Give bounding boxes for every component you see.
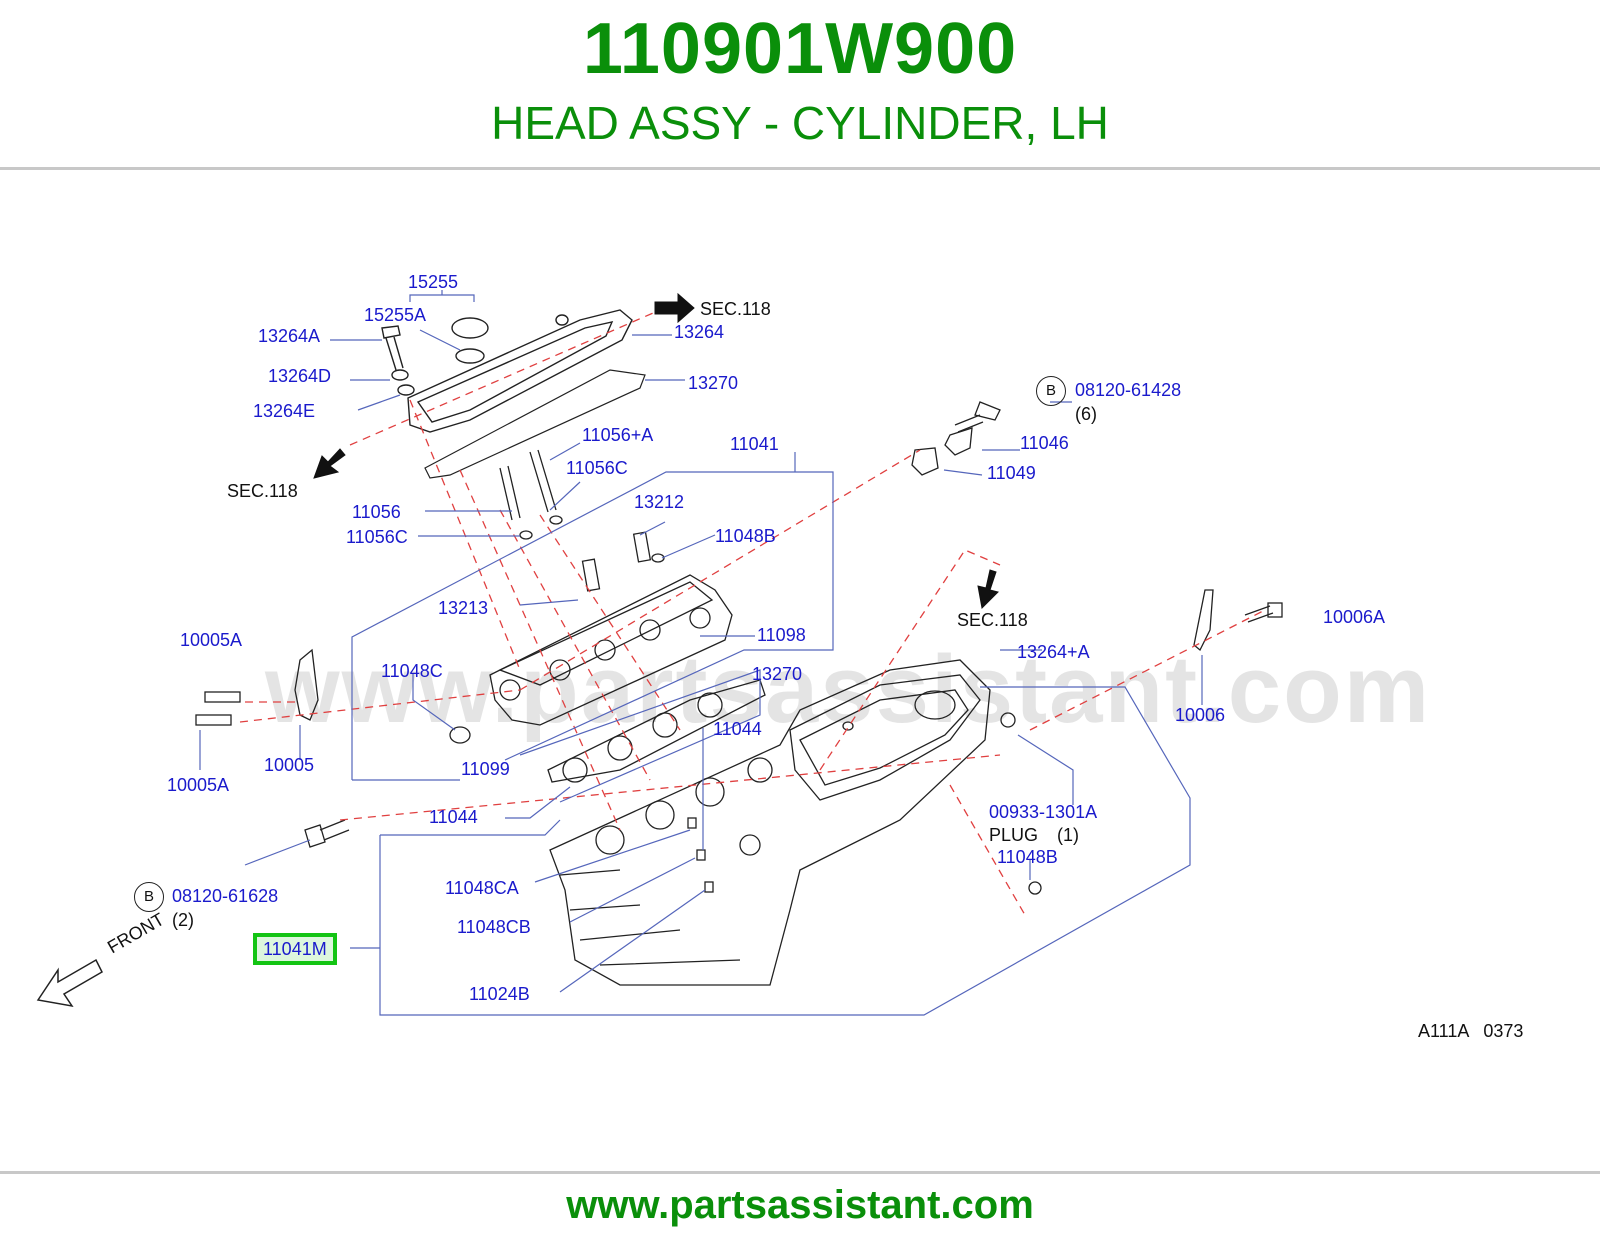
- label-08120-61428[interactable]: 08120-61428: [1075, 380, 1182, 400]
- label-11048c[interactable]: 11048C: [381, 661, 443, 681]
- label-10006[interactable]: 10006: [1175, 705, 1226, 725]
- label-sec-118-a[interactable]: SEC.118: [700, 299, 771, 319]
- label-13264-plus-a[interactable]: 13264+A: [1017, 642, 1090, 662]
- label-00933-1301a[interactable]: 00933-1301A: [989, 802, 1098, 822]
- cylinder-block-lower: [549, 659, 1042, 986]
- label-13270-top[interactable]: 13270: [688, 373, 739, 393]
- label-11041m-highlighted[interactable]: 11041M: [253, 933, 337, 965]
- leader-lines: [199, 290, 1203, 1016]
- label-13264a[interactable]: 13264A: [258, 326, 321, 346]
- label-13270-mid[interactable]: 13270: [752, 664, 803, 684]
- label-11048b-1[interactable]: 11048B: [715, 526, 776, 546]
- bolt-mark-b-1: B: [1036, 376, 1066, 406]
- label-13264d[interactable]: 13264D: [268, 366, 332, 386]
- label-11099[interactable]: 11099: [461, 759, 510, 779]
- bolt-mark-b-2: B: [134, 882, 164, 912]
- label-11056a[interactable]: 11056+A: [582, 425, 654, 445]
- label-qty-2: (2): [172, 910, 194, 930]
- footer-site-url[interactable]: www.partsassistant.com: [566, 1183, 1034, 1227]
- diagram-code: A111A 0373: [1418, 1021, 1524, 1041]
- label-11049[interactable]: 11049: [987, 463, 1036, 483]
- label-13212[interactable]: 13212: [634, 492, 685, 512]
- label-11044-1[interactable]: 11044: [713, 719, 762, 739]
- footer-divider: [0, 1171, 1600, 1174]
- label-10005a-1[interactable]: 10005A: [180, 630, 243, 650]
- label-qty-1: (1): [1057, 825, 1079, 845]
- label-08120-61628[interactable]: 08120-61628: [172, 886, 279, 906]
- part-name-subtitle: HEAD ASSY - CYLINDER, LH: [491, 97, 1109, 149]
- label-13213[interactable]: 13213: [438, 598, 489, 618]
- alignment-dashes: [239, 309, 1266, 916]
- label-11048b-2[interactable]: 11048B: [997, 847, 1058, 867]
- part-number-title: 110901W900: [582, 9, 1018, 89]
- label-qty-6: (6): [1075, 404, 1097, 424]
- diagram-drawing: [36, 290, 1283, 1016]
- label-sec-118-b[interactable]: SEC.118: [227, 481, 298, 501]
- label-10005a-2[interactable]: 10005A: [167, 775, 230, 795]
- label-13264e[interactable]: 13264E: [253, 401, 316, 421]
- label-sec-118-c[interactable]: SEC.118: [957, 610, 1028, 630]
- label-11098[interactable]: 11098: [757, 625, 806, 645]
- label-11056[interactable]: 11056: [352, 502, 401, 522]
- label-11048ca[interactable]: 11048CA: [445, 878, 519, 898]
- cylinder-head-mid: [449, 449, 766, 783]
- label-11048cb[interactable]: 11048CB: [457, 917, 531, 937]
- label-10006a[interactable]: 10006A: [1323, 607, 1386, 627]
- front-arrow: [36, 958, 103, 1008]
- label-15255a[interactable]: 15255A: [364, 305, 427, 325]
- label-11056c-2[interactable]: 11056C: [346, 527, 408, 547]
- header-divider: [0, 167, 1600, 170]
- rocker-cover-upper: [381, 309, 646, 479]
- page-header: 110901W900 HEAD ASSY - CYLINDER, LH: [0, 0, 1600, 170]
- label-11046[interactable]: 11046: [1020, 433, 1069, 453]
- label-11044-2[interactable]: 11044: [429, 807, 478, 827]
- sec-arrows: [313, 292, 999, 610]
- label-11024b[interactable]: 11024B: [469, 984, 530, 1004]
- label-plug: PLUG: [989, 825, 1039, 845]
- label-11041[interactable]: 11041: [730, 434, 779, 454]
- label-11056c-1[interactable]: 11056C: [566, 458, 628, 478]
- label-13264[interactable]: 13264: [674, 322, 725, 342]
- label-15255[interactable]: 15255: [408, 272, 459, 292]
- label-10005[interactable]: 10005: [264, 755, 315, 775]
- parts-diagram: www.partsassistant.com: [0, 170, 1600, 1170]
